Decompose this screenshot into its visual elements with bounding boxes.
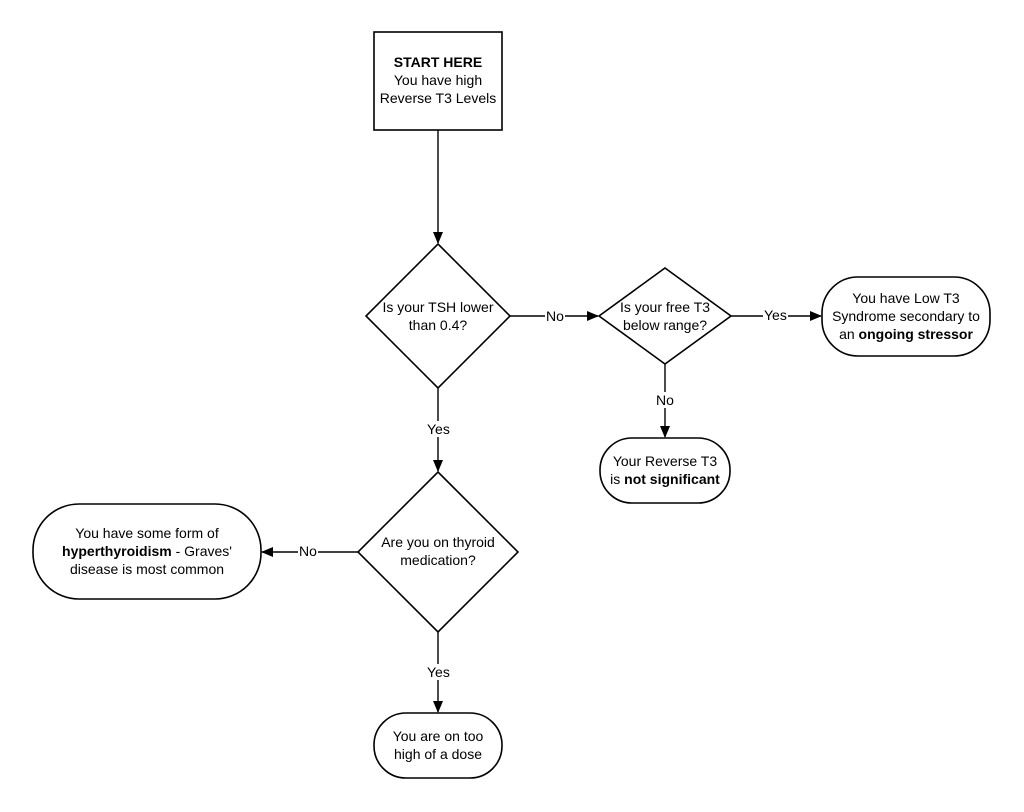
low-t3-outcome-box <box>821 276 991 357</box>
low-t3-line: You have Low T3 <box>852 290 960 306</box>
free-t3-decision-text: Is your free T3 below range? <box>599 298 731 334</box>
edge-label-free-t3-yes: Yes <box>763 307 788 323</box>
tsh-question-line: Is your TSH lower <box>382 299 494 315</box>
hyperthyroidism-outcome-text: You have some form of hyperthyroidism - … <box>33 524 261 578</box>
edge-label-tsh-yes: Yes <box>426 421 451 437</box>
dose-outcome-text: You are on too high of a dose <box>374 727 502 763</box>
low-t3-outcome-text: You have Low T3 Syndrome secondary to an… <box>822 289 990 343</box>
tsh-decision-text: Is your TSH lower than 0.4? <box>366 298 510 334</box>
not-significant-emphasis: not significant <box>624 471 720 487</box>
start-line: You have high <box>393 72 483 88</box>
hyperthyroidism-line: hyperthyroidism - Graves' <box>62 542 232 560</box>
edge-label-medication-yes: Yes <box>426 664 451 680</box>
low-t3-line: Syndrome secondary to <box>832 308 980 324</box>
start-heading: START HERE <box>393 54 483 70</box>
free-t3-question-line: Is your free T3 <box>619 299 710 315</box>
start-box <box>373 31 503 131</box>
hyperthyroidism-suffix: - Graves' <box>171 543 232 559</box>
hyperthyroidism-emphasis: hyperthyroidism <box>62 543 172 559</box>
edge-label-free-t3-no: No <box>655 392 675 408</box>
low-t3-line: an ongoing stressor <box>839 325 973 343</box>
not-significant-prefix: is <box>610 471 625 487</box>
start-line: Reverse T3 Levels <box>379 90 497 106</box>
dose-line: high of a dose <box>394 746 482 762</box>
not-significant-line: Your Reverse T3 <box>612 453 718 469</box>
tsh-question-line: than 0.4? <box>408 317 468 333</box>
free-t3-question-line: below range? <box>622 317 708 333</box>
low-t3-emphasis: ongoing stressor <box>858 326 973 342</box>
edge-label-medication-no: No <box>298 543 318 559</box>
edge-label-tsh-no: No <box>545 308 565 324</box>
medication-question-line: Are you on thyroid <box>381 534 495 550</box>
low-t3-prefix: an <box>839 326 859 342</box>
hyperthyroidism-line: You have some form of <box>75 525 219 541</box>
dose-line: You are on too <box>392 728 484 744</box>
not-significant-outcome-text: Your Reverse T3 is not significant <box>600 452 730 488</box>
start-node-text: START HERE You have high Reverse T3 Leve… <box>374 52 502 108</box>
hyperthyroidism-line: disease is most common <box>69 561 225 577</box>
dose-outcome-box <box>373 712 503 779</box>
not-significant-line: is not significant <box>610 470 720 488</box>
medication-decision-text: Are you on thyroid medication? <box>358 533 518 569</box>
not-significant-outcome-box <box>599 437 731 504</box>
medication-question-line: medication? <box>400 552 476 568</box>
